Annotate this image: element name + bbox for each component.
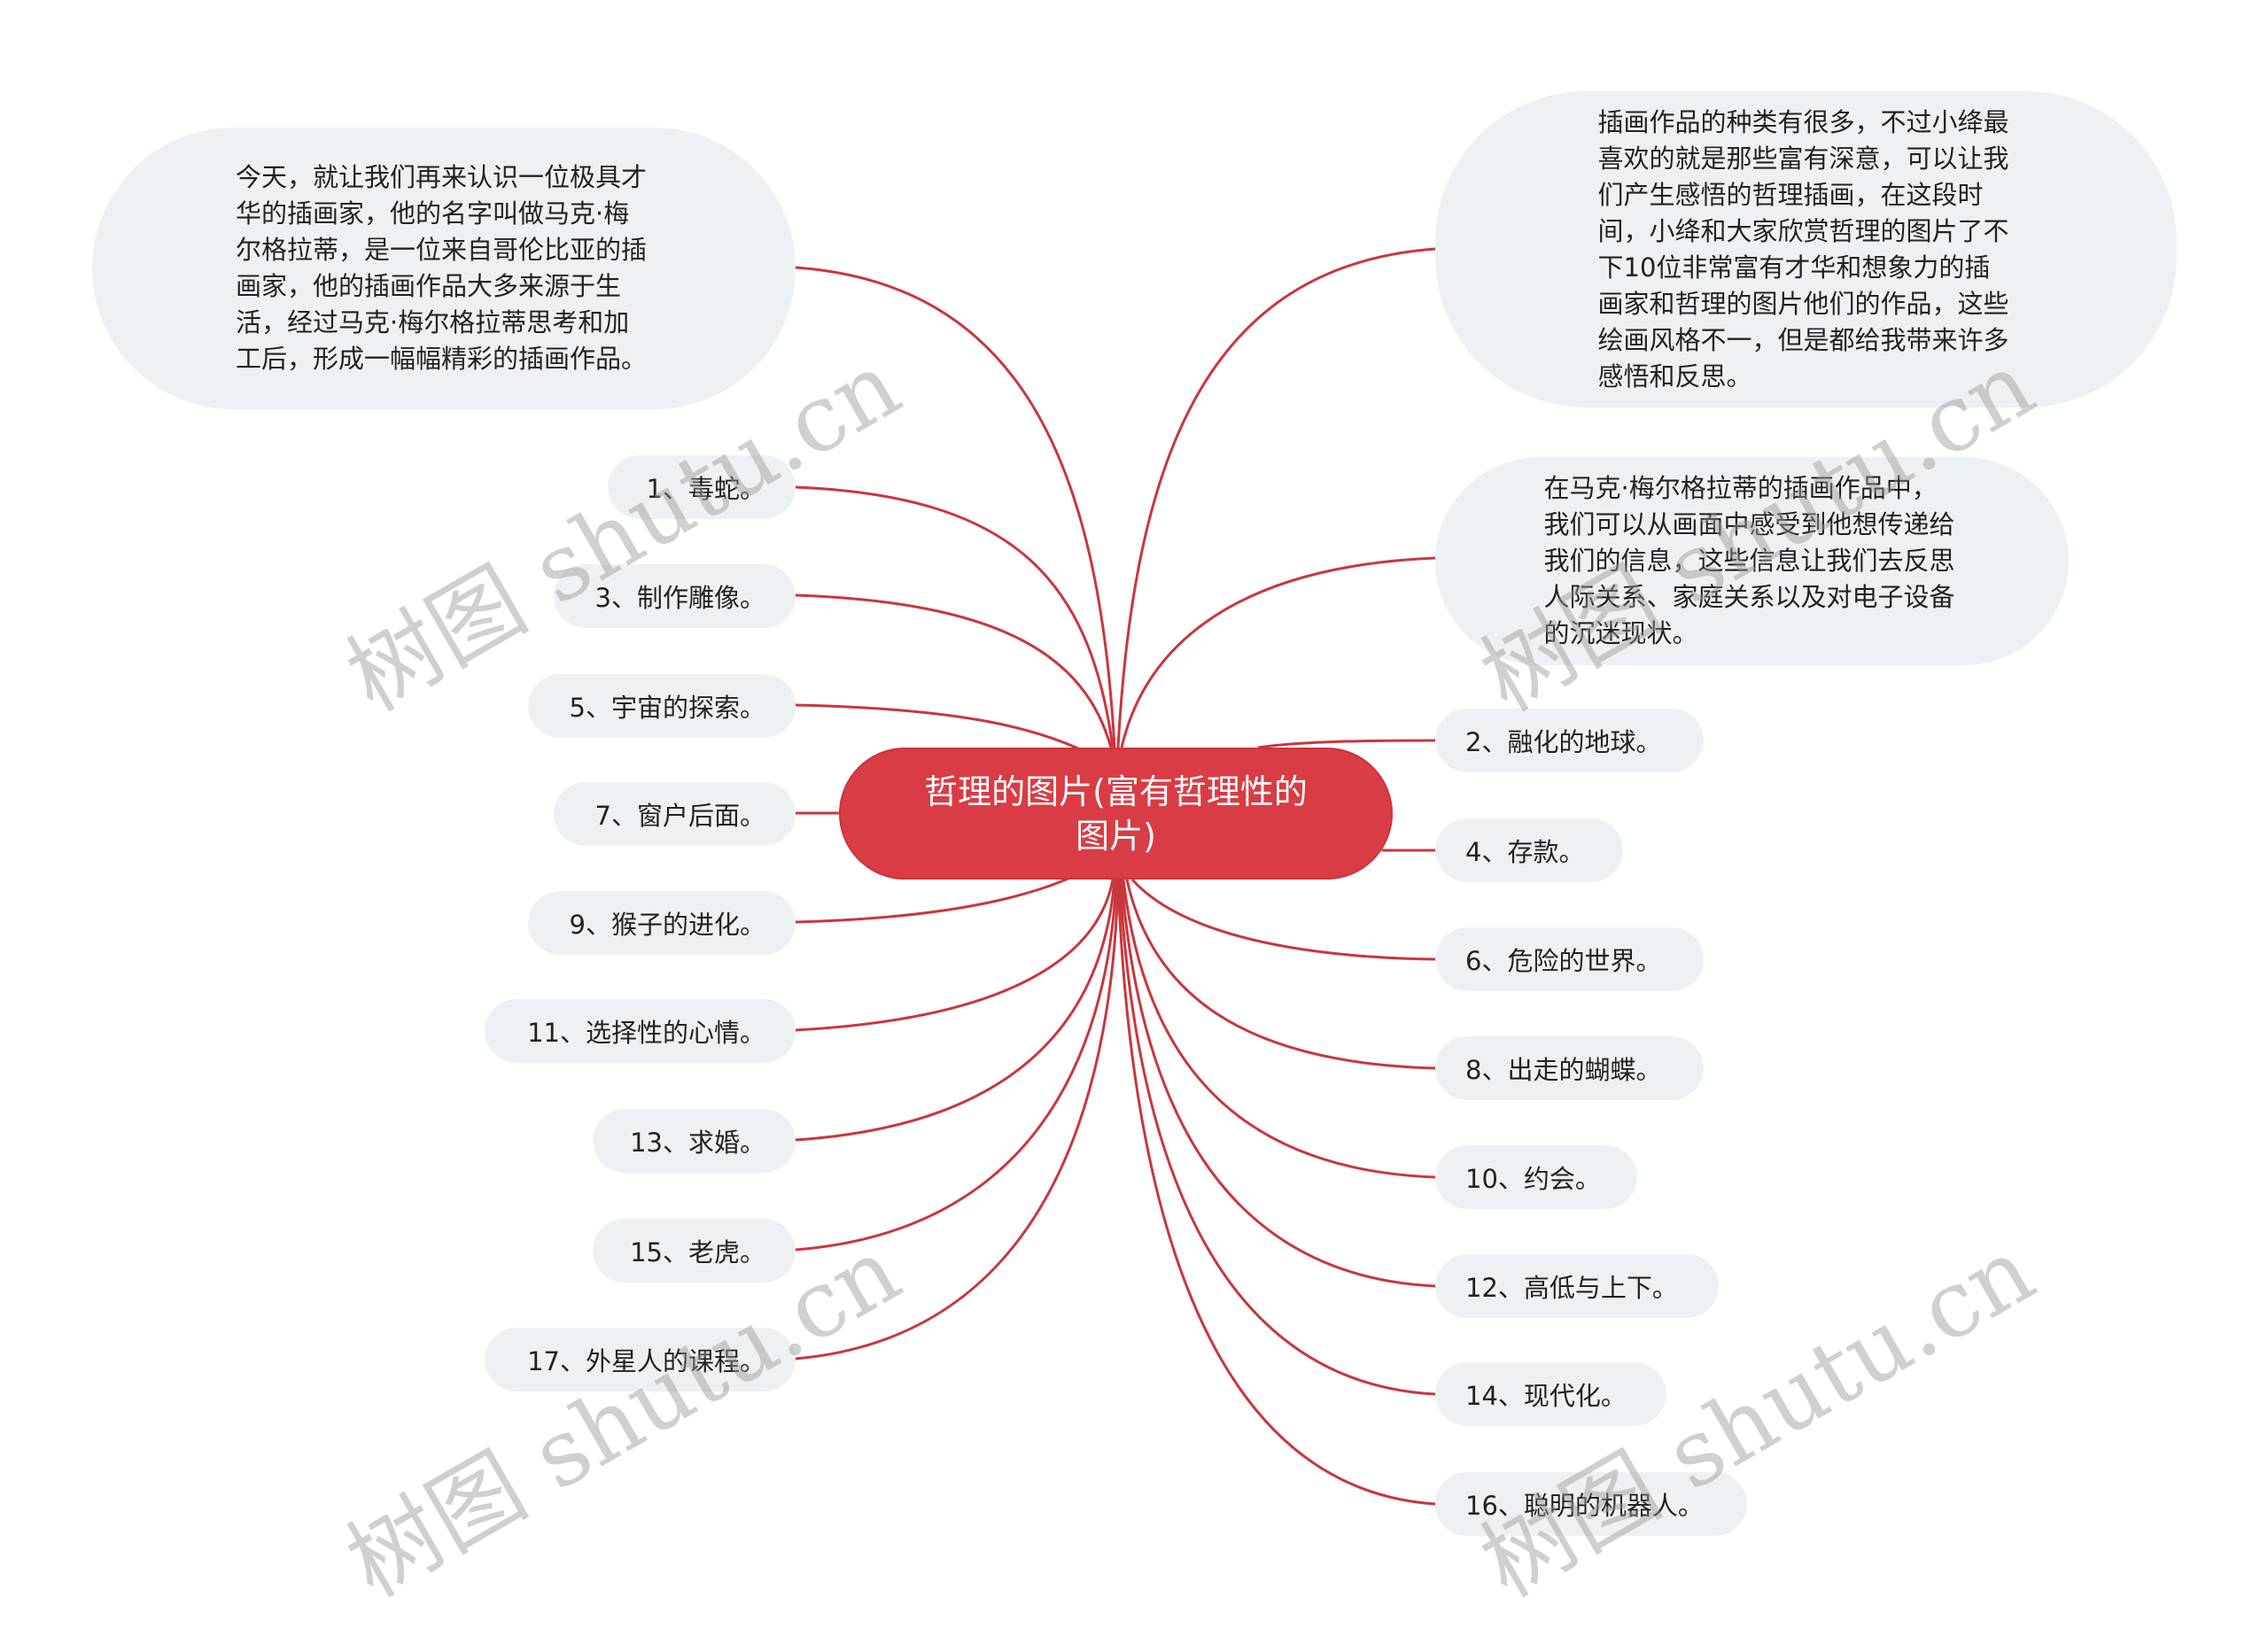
leaf-node-16[interactable]: 16、聪明的机器人。 [1435,1472,1747,1536]
right-description-bubble-2[interactable]: 在马克·梅尔格拉蒂的插画作品中，我们可以从画面中感受到他想传递给我们的信息，这些… [1435,457,2069,665]
right-description-text-1: 插画作品的种类有很多，不过小绛最喜欢的就是那些富有深意，可以让我们产生感悟的哲理… [1597,106,2009,391]
leaf-node-11[interactable]: 11、选择性的心情。 [485,999,796,1063]
leaf-label: 3、制作雕像。 [594,583,765,613]
leaf-label: 17、外星人的课程。 [527,1346,765,1376]
leaf-label: 11、选择性的心情。 [527,1018,765,1048]
link-leaf-17 [795,879,1120,1361]
leaf-node-12[interactable]: 12、高低与上下。 [1435,1254,1719,1318]
leaf-node-10[interactable]: 10、约会。 [1435,1145,1637,1209]
leaf-node-4[interactable]: 4、存款。 [1435,818,1623,882]
leaf-node-7[interactable]: 7、窗户后面。 [554,782,796,846]
leaf-label: 12、高低与上下。 [1465,1273,1678,1303]
right-description-text-2: 在马克·梅尔格拉蒂的插画作品中，我们可以从画面中感受到他想传递给我们的信息，这些… [1543,473,1955,648]
leaf-node-2[interactable]: 2、融化的地球。 [1435,709,1704,772]
leaf-label: 1、毒蛇。 [646,474,765,504]
leaf-label: 10、约会。 [1465,1164,1601,1194]
link-leaf-8 [1125,879,1436,1070]
link-leaf-11 [795,879,1115,1032]
link-leaf-2 [1257,739,1436,749]
leaf-node-8[interactable]: 8、出走的蝴蝶。 [1435,1036,1704,1100]
link-leaf-14 [1118,879,1436,1396]
leaf-node-9[interactable]: 9、猴子的进化。 [528,891,796,955]
leaf-label: 14、现代化。 [1465,1381,1627,1411]
leaf-node-6[interactable]: 6、危险的世界。 [1435,927,1704,991]
link-leaf-13 [795,879,1116,1142]
leaf-label: 13、求婚。 [630,1128,765,1158]
central-topic-line-2: 图片) [1076,816,1156,856]
central-topic-label: 哲理的图片(富有哲理性的 图片) [924,770,1308,858]
leaf-label: 8、出走的蝴蝶。 [1465,1055,1662,1085]
leaf-node-5[interactable]: 5、宇宙的探索。 [528,674,796,738]
link-leaf-12 [1120,879,1436,1288]
central-topic-line-1: 哲理的图片(富有哲理性的 [924,771,1308,811]
left-description-bubble[interactable]: 今天，就让我们再来认识一位极具才华的插画家，他的名字叫做马克·梅尔格拉蒂，是一位… [92,128,796,409]
link-leaf-16 [1116,879,1436,1506]
leaf-label: 15、老虎。 [630,1237,765,1268]
link-leaf-15 [795,879,1118,1252]
leaf-label: 4、存款。 [1465,837,1585,867]
central-topic[interactable]: 哲理的图片(富有哲理性的 图片) [839,748,1393,880]
leaf-node-14[interactable]: 14、现代化。 [1435,1362,1666,1426]
leaf-label: 6、危险的世界。 [1465,946,1662,976]
leaf-node-13[interactable]: 13、求婚。 [593,1109,796,1173]
link-leaf-3 [795,593,1113,748]
leaf-label: 5、宇宙的探索。 [569,693,765,723]
link-right-bubble-2 [1120,556,1436,748]
link-right-bubble-1 [1116,247,1436,748]
leaf-node-15[interactable]: 15、老虎。 [593,1219,796,1283]
leaf-label: 2、融化的地球。 [1465,727,1662,757]
leaf-label: 7、窗户后面。 [594,801,765,831]
link-leaf-1 [795,485,1115,748]
leaf-label: 16、聪明的机器人。 [1465,1491,1704,1521]
link-leaf-10 [1122,879,1436,1179]
leaf-node-1[interactable]: 1、毒蛇。 [608,455,796,519]
link-leaf-6 [1130,878,1436,961]
left-description-text: 今天，就让我们再来认识一位极具才华的插画家，他的名字叫做马克·梅尔格拉蒂，是一位… [236,162,648,374]
link-left-bubble [795,266,1116,748]
right-description-bubble-1[interactable]: 插画作品的种类有很多，不过小绛最喜欢的就是那些富有深意，可以让我们产生感悟的哲理… [1435,91,2177,407]
leaf-label: 9、猴子的进化。 [569,910,765,940]
leaf-node-3[interactable]: 3、制作雕像。 [554,564,796,628]
leaf-node-17[interactable]: 17、外星人的课程。 [485,1328,796,1392]
